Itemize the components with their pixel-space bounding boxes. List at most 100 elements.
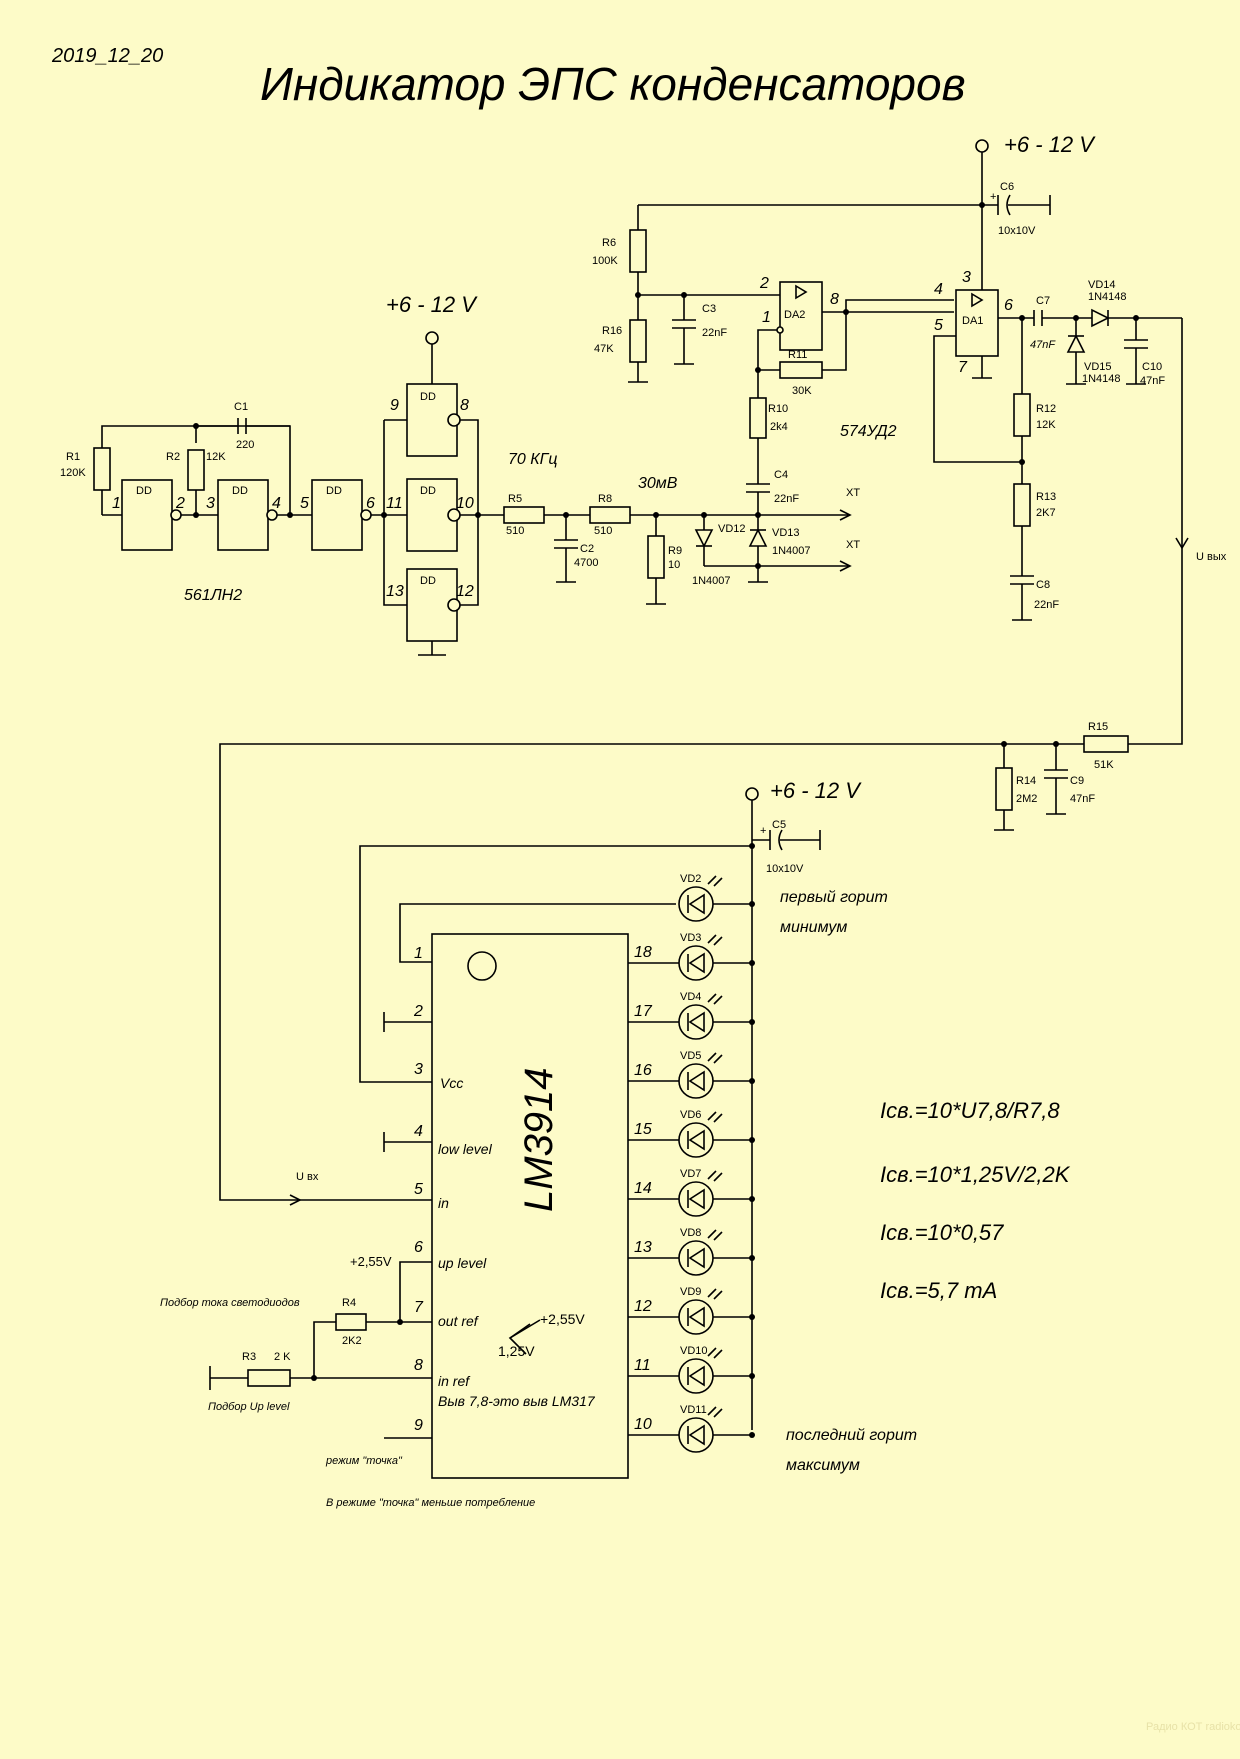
r1-label: R1 — [66, 451, 80, 463]
lm-pin-2: 2 — [413, 1003, 423, 1020]
c4-value: 22nF — [774, 493, 799, 505]
lm-pin-4: 4 — [414, 1123, 423, 1140]
vd13-label: VD13 — [772, 527, 800, 539]
diode-vd12 — [694, 529, 714, 548]
power-label-lm: +6 - 12 V — [770, 778, 862, 803]
vd15-label: VD15 — [1084, 361, 1112, 373]
c10-label: C10 — [1142, 361, 1162, 373]
r5-label: R5 — [508, 493, 522, 505]
inverter-dd1 — [121, 479, 173, 551]
resistor-r8 — [589, 506, 631, 524]
led-label: VD5 — [680, 1050, 701, 1062]
da2-label: DA2 — [784, 309, 805, 321]
svg-text:+: + — [990, 191, 996, 203]
da2-pin-2: 2 — [759, 275, 769, 292]
led-label: VD2 — [680, 873, 701, 885]
u-in-label: U вх — [296, 1171, 319, 1183]
vd14-value: 1N4148 — [1088, 291, 1127, 303]
resistor-r4 — [335, 1313, 367, 1331]
pin-3: 3 — [206, 495, 215, 512]
pin-1: 1 — [112, 495, 121, 512]
r9-label: R9 — [668, 545, 682, 557]
da2-pin-1: 1 — [762, 309, 771, 326]
da1-label: DA1 — [962, 315, 983, 327]
note-first-led-2: минимум — [780, 919, 847, 936]
r3-value: 2 K — [274, 1351, 291, 1363]
c7-value: 47nF — [1030, 339, 1056, 351]
pin-9: 9 — [390, 397, 399, 414]
r8-label: R8 — [598, 493, 612, 505]
formula-2: Iсв.=10*1,25V/2,2K — [880, 1162, 1071, 1187]
r1-value: 120K — [60, 467, 86, 479]
r15-value: 51K — [1094, 759, 1114, 771]
xt-terminal-2: XT — [846, 539, 860, 551]
da1-pin-6: 6 — [1004, 297, 1013, 314]
lm3914-section: +6 - 12 V C5 10x10V + LM3914 1 2 3 Vcc 4… — [160, 778, 917, 1509]
dd2-label: DD — [232, 485, 248, 497]
r13-label: R13 — [1036, 491, 1056, 503]
filter-section: R15 51K R14 2M2 C9 47nF — [219, 721, 1129, 1206]
r16-label: R16 — [602, 325, 622, 337]
c6-value: 10x10V — [998, 225, 1036, 237]
c3-label: C3 — [702, 303, 716, 315]
diode-vd14 — [1091, 308, 1110, 328]
pin-2: 2 — [175, 495, 185, 512]
v125-label: 1,25V — [498, 1343, 535, 1359]
r16-value: 47K — [594, 343, 614, 355]
lm-pin-12: 12 — [634, 1298, 652, 1315]
r5-value: 510 — [506, 525, 524, 537]
note-first-led-1: первый горит — [780, 889, 888, 906]
pin-6: 6 — [366, 495, 375, 512]
c2-value: 4700 — [574, 557, 598, 569]
c1-value: 220 — [236, 439, 254, 451]
r12-value: 12K — [1036, 419, 1056, 431]
led-column: VD2VD318VD417VD516VD615VD714VD813VD912VD… — [628, 873, 755, 1453]
led-label: VD7 — [680, 1168, 701, 1180]
pins-78-note: Выв 7,8-это выв LM317 — [438, 1393, 596, 1409]
r11-value: 30K — [792, 385, 812, 397]
pin-5: 5 — [300, 495, 309, 512]
c3-value: 22nF — [702, 327, 727, 339]
pin-in-label: in — [438, 1195, 449, 1211]
note-led-current: Подбор тока светодиодов — [160, 1297, 300, 1309]
dd1-label: DD — [136, 485, 152, 497]
resistor-r16 — [629, 319, 647, 363]
led-label: VD9 — [680, 1286, 701, 1298]
lm-pin-14: 14 — [634, 1180, 652, 1197]
resistor-r6 — [629, 229, 647, 273]
resistor-r1 — [93, 447, 111, 491]
pin-in-ref-label: in ref — [438, 1373, 471, 1389]
inverter-dd2 — [217, 479, 269, 551]
lm-pin-18: 18 — [634, 944, 652, 961]
r9-value: 10 — [668, 559, 680, 571]
v255-left-label: +2,55V — [350, 1254, 392, 1269]
pin-vcc-label: Vcc — [440, 1075, 463, 1091]
power-label-gen: +6 - 12 V — [386, 292, 478, 317]
r11-label: R11 — [788, 349, 807, 361]
resistor-r10 — [749, 397, 767, 439]
r10-value: 2k4 — [770, 421, 788, 433]
c9-value: 47nF — [1070, 793, 1095, 805]
date-label: 2019_12_20 — [51, 45, 163, 67]
lm3914-label: LM3914 — [517, 1067, 561, 1212]
dd3-label: DD — [326, 485, 342, 497]
r3-label: R3 — [242, 1351, 256, 1363]
pin-10: 10 — [456, 495, 474, 512]
formula-4: Iсв.=5,7 mA — [880, 1278, 997, 1303]
pin-up-level-label: up level — [438, 1255, 487, 1271]
da2-pin-8: 8 — [830, 291, 839, 308]
r4-label: R4 — [342, 1297, 356, 1309]
lm-pin-17: 17 — [634, 1003, 653, 1020]
pin-out-ref-label: out ref — [438, 1313, 480, 1329]
inverter-dd3 — [311, 479, 363, 551]
note-dot-mode-consumption: В режиме "точка" меньше потребление — [326, 1497, 535, 1509]
r2-value: 12K — [206, 451, 226, 463]
lm-pin-13: 13 — [634, 1239, 652, 1256]
lm-pin-5: 5 — [414, 1181, 423, 1198]
led-label: VD3 — [680, 932, 701, 944]
xt-terminal-1: XT — [846, 487, 860, 499]
led-label: VD8 — [680, 1227, 701, 1239]
led-label: VD11 — [680, 1404, 707, 1416]
note-last-led-2: максимум — [786, 1457, 860, 1474]
